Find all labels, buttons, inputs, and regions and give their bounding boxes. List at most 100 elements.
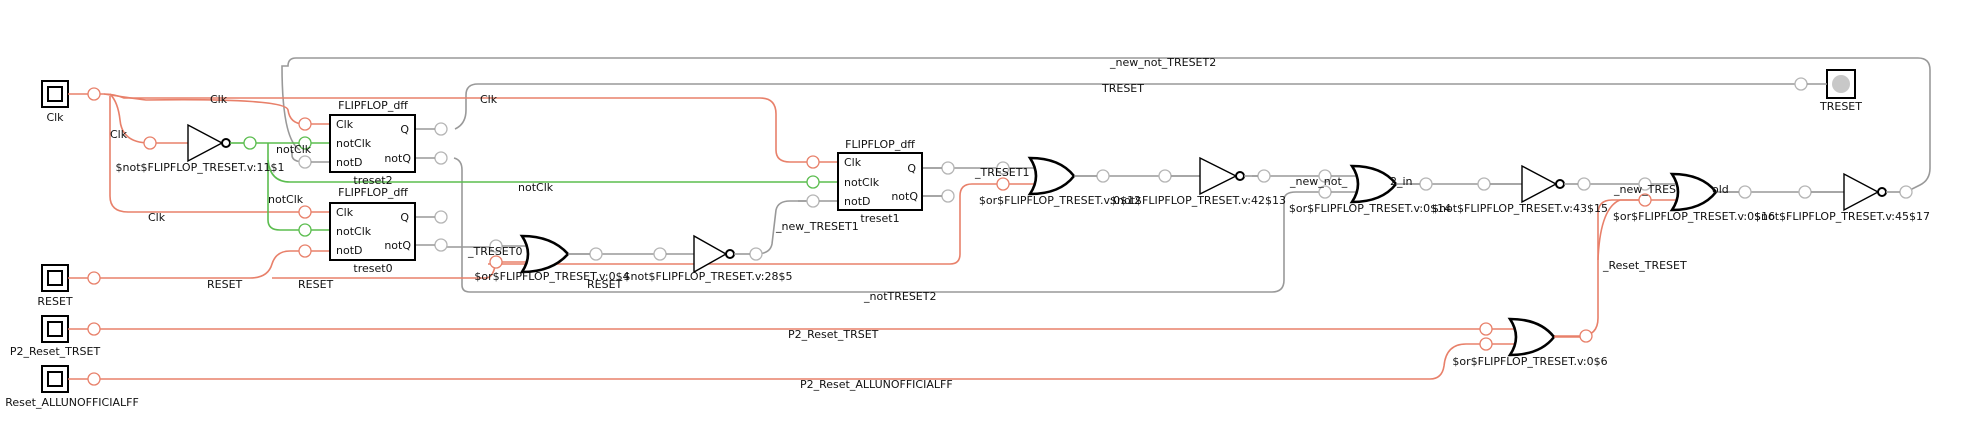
not-gate-43[interactable]: $not$FLIPFLOP_TRESET.v:43$15	[1432, 164, 1608, 215]
port-not28-out	[749, 247, 763, 261]
wire-not28-ff1	[755, 200, 813, 255]
not-gate-42-label: $not$FLIPFLOP_TRESET.v:42$13	[1110, 194, 1286, 207]
ff0-pin-notclk: notClk	[336, 225, 372, 238]
flipflop-treset2-name: treset2	[353, 174, 392, 187]
net-label-new-treset1: _new_TRESET1	[775, 220, 859, 233]
not-gate-45[interactable]: $not$FLIPFLOP_TRESET.v:45$17	[1754, 172, 1930, 223]
port-ff0-notd	[298, 244, 312, 258]
port-p2-reset-allunofficialff-out	[87, 372, 101, 386]
net-label-treset: TRESET	[1101, 82, 1144, 95]
ff2-pin-notd: notD	[336, 156, 363, 169]
port-ff0-notq	[434, 238, 448, 252]
net-label-clk-3: Clk	[148, 211, 166, 224]
wire-treset	[454, 83, 1800, 130]
net-label-p2-reset-trset: P2_Reset_TRSET	[788, 328, 879, 341]
port-not11-out	[243, 136, 257, 150]
ff2-pin-q: Q	[400, 123, 409, 136]
not-gate-28[interactable]: $not$FLIPFLOP_TRESET.v:28$5	[624, 234, 793, 283]
port-treset-in	[1794, 77, 1808, 91]
ff2-pin-notclk: notClk	[336, 137, 372, 150]
or-gate-14[interactable]: $or$FLIPFLOP_TRESET.v:0$14	[1289, 164, 1451, 215]
or-gate-12-label: $or$FLIPFLOP_TRESET.v:0$12	[979, 194, 1141, 207]
port-ff2-q	[434, 122, 448, 136]
port-or6-out	[1579, 329, 1593, 343]
or-gate-12[interactable]: $or$FLIPFLOP_TRESET.v:0$12	[979, 156, 1141, 207]
net-label-new-not-2in-b: 2_in	[1390, 175, 1413, 188]
not-gate-28-label: $not$FLIPFLOP_TRESET.v:28$5	[624, 270, 793, 283]
or-gate-4-label: $or$FLIPFLOP_TRESET.v:0$4	[474, 270, 629, 283]
port-or6-in-b	[1479, 337, 1493, 351]
port-circles	[87, 77, 1913, 386]
not-gate-42[interactable]: $not$FLIPFLOP_TRESET.v:42$13	[1110, 156, 1286, 207]
or-gate-16[interactable]: $or$FLIPFLOP_TRESET.v:0$16	[1613, 172, 1775, 223]
not-gate-45-label: $not$FLIPFLOP_TRESET.v:45$17	[1754, 210, 1930, 223]
flipflop-treset0-name: treset0	[353, 262, 392, 275]
green-wires	[250, 142, 812, 231]
port-not43-in	[1477, 177, 1491, 191]
port-ff0-clk	[298, 205, 312, 219]
port-ff0-q	[434, 210, 448, 224]
flipflop-treset1-name: treset1	[860, 212, 899, 225]
flipflop-treset2[interactable]: FLIPFLOP_dff Clk notClk notD Q notQ tres…	[311, 99, 435, 187]
wire-notclk-ff0	[267, 143, 305, 231]
net-label-new-treset-old-b: old	[1712, 183, 1729, 196]
ff1-pin-clk: Clk	[844, 156, 862, 169]
port-or6-in-a	[1479, 322, 1493, 336]
net-labels: Clk Clk Clk Clk notClk notClk notClk RES…	[110, 56, 1729, 391]
reset-allunofficialff-input[interactable]: Reset_ALLUNOFFICIALFF	[5, 365, 139, 409]
or-gate-6[interactable]: $or$FLIPFLOP_TRESET.v:0$6	[1452, 317, 1608, 368]
or-gate-14-label: $or$FLIPFLOP_TRESET.v:0$14	[1289, 202, 1451, 215]
flipflop-treset1[interactable]: FLIPFLOP_dff Clk notClk notD Q notQ tres…	[819, 138, 942, 225]
port-or4-out	[589, 247, 603, 261]
port-ff1-notd	[806, 194, 820, 208]
clk-input[interactable]: Clk	[41, 80, 88, 124]
net-label-new-treset-old-a: _new_TRES	[1613, 183, 1676, 196]
ff1-pin-notd: notD	[844, 195, 871, 208]
wire-reset-or12	[488, 183, 1000, 265]
net-label-nottreset2: _notTRESET2	[863, 290, 936, 303]
or-gate-4[interactable]: $or$FLIPFLOP_TRESET.v:0$4	[474, 234, 630, 283]
port-ff1-q	[941, 161, 955, 175]
net-label-treset0: _TRESET0	[467, 245, 522, 258]
net-label-notclk-1: notClk	[276, 143, 312, 156]
net-label-reset-3: RESET	[587, 278, 623, 291]
flipflop-treset0[interactable]: FLIPFLOP_dff Clk notClk notD Q notQ tres…	[311, 186, 435, 275]
flipflop-treset0-type: FLIPFLOP_dff	[338, 186, 408, 199]
reset-input-label: RESET	[37, 295, 73, 308]
net-label-new-not-treset2: _new_not_TRESET2	[1109, 56, 1216, 69]
port-or16-out	[1738, 185, 1752, 199]
not-gate-11[interactable]: $not$FLIPFLOP_TRESET.v:11$1	[116, 123, 285, 174]
wire-clk-ff0	[109, 96, 304, 213]
net-label-clk-1: Clk	[210, 93, 228, 106]
port-ff1-notq	[941, 189, 955, 203]
ff2-pin-clk: Clk	[336, 118, 354, 131]
ff0-pin-notq: notQ	[384, 239, 411, 252]
not-gate-11-label: $not$FLIPFLOP_TRESET.v:11$1	[116, 161, 285, 174]
net-label-reset-2: RESET	[298, 278, 334, 291]
net-label-notclk-3: notClk	[518, 181, 554, 194]
ff0-pin-q: Q	[400, 211, 409, 224]
reset-input[interactable]: RESET	[37, 264, 88, 308]
or-gate-16-label: $or$FLIPFLOP_TRESET.v:0$16	[1613, 210, 1775, 223]
net-label-notclk-2: notClk	[268, 193, 304, 206]
treset-output[interactable]: TRESET	[1807, 69, 1862, 113]
flipflop-treset2-type: FLIPFLOP_dff	[338, 99, 408, 112]
port-ff1-notclk	[806, 175, 820, 189]
reset-allunofficialff-input-label: Reset_ALLUNOFFICIALFF	[5, 396, 139, 409]
p2-reset-trset-input[interactable]: P2_Reset_TRSET	[10, 315, 101, 358]
or-gate-6-label: $or$FLIPFLOP_TRESET.v:0$6	[1452, 355, 1607, 368]
port-not28-in	[653, 247, 667, 261]
ff0-pin-clk: Clk	[336, 206, 354, 219]
port-not45-in	[1798, 185, 1812, 199]
port-not42-in	[1158, 169, 1172, 183]
treset-output-label: TRESET	[1819, 100, 1862, 113]
port-ff2-clk	[298, 117, 312, 131]
port-or12-in-b	[996, 177, 1010, 191]
port-reset-out	[87, 271, 101, 285]
port-or14-out	[1419, 177, 1433, 191]
wire-p2-reset-allunofficialff	[94, 343, 1482, 380]
ff1-pin-notclk: notClk	[844, 176, 880, 189]
net-label-new-not-2in-a: _new_not_	[1289, 175, 1348, 188]
port-not11-in	[143, 136, 157, 150]
port-not42-out	[1257, 169, 1271, 183]
